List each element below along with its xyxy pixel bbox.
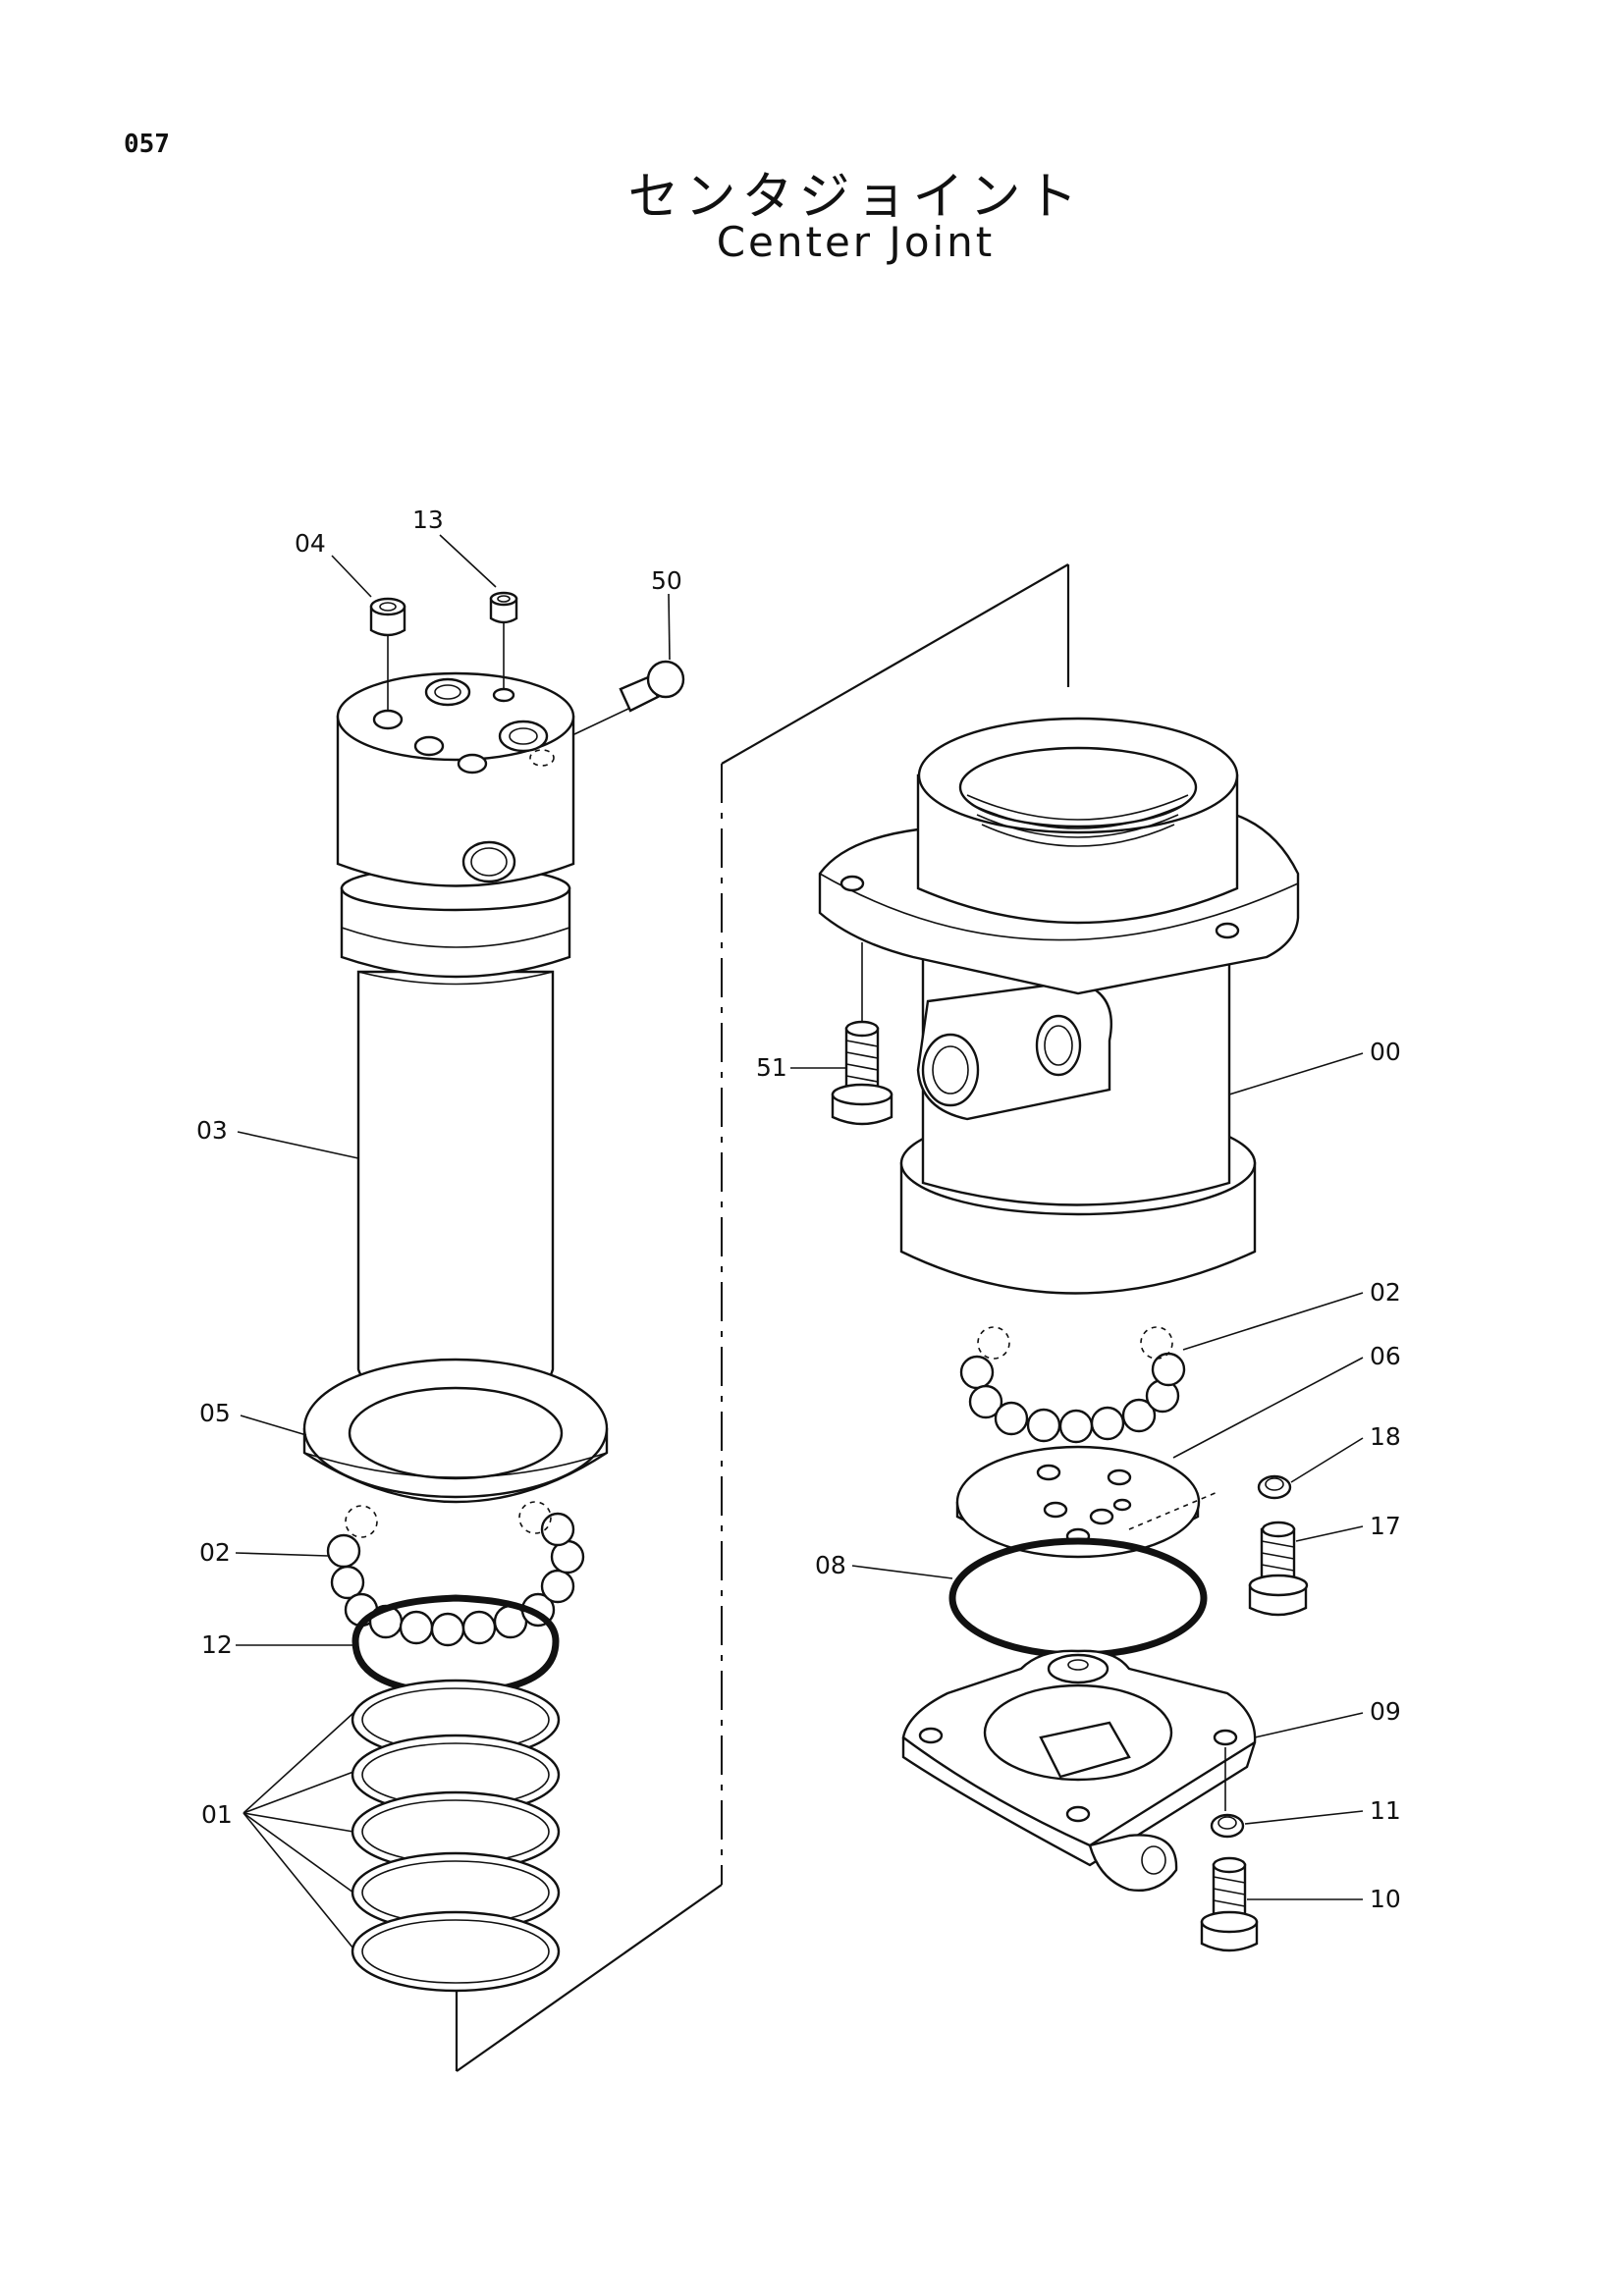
callout-04: 04	[295, 529, 326, 558]
callout-17: 17	[1370, 1512, 1401, 1540]
callout-51: 51	[756, 1053, 787, 1082]
callout-02-right: 02	[1370, 1278, 1401, 1307]
callout-11: 11	[1370, 1796, 1401, 1825]
callout-09: 09	[1370, 1697, 1401, 1726]
plug-04-part	[369, 597, 406, 712]
steel-balls-02-right	[959, 1326, 1186, 1444]
thrust-plate-05-part	[302, 1358, 609, 1504]
callout-06: 06	[1370, 1342, 1401, 1370]
callout-03: 03	[196, 1116, 228, 1145]
page-title-english: Center Joint	[716, 218, 996, 266]
callout-02-left: 02	[199, 1538, 231, 1567]
callout-01: 01	[201, 1800, 233, 1829]
page-title-japanese: センタジョイント	[627, 168, 1084, 227]
plug-13-part	[489, 591, 518, 689]
callout-13: 13	[412, 506, 444, 534]
callout-10: 10	[1370, 1885, 1401, 1913]
cover-09-part	[901, 1649, 1257, 1892]
o-ring-08-part	[948, 1537, 1208, 1659]
callout-50: 50	[651, 566, 682, 595]
bolt-51-part	[831, 942, 893, 1126]
grease-fitting-50-part	[573, 660, 685, 735]
bolt-10-part	[1200, 1856, 1259, 1952]
seal-rings-01-part	[351, 1679, 561, 1993]
page-number: 057	[124, 130, 170, 159]
bolt-17-part	[1248, 1521, 1309, 1617]
callout-05: 05	[199, 1399, 231, 1427]
callout-08: 08	[815, 1551, 846, 1579]
cover-plate-06-part	[955, 1445, 1218, 1559]
callout-18: 18	[1370, 1422, 1401, 1451]
washer-18-part	[1257, 1474, 1292, 1500]
spindle-part	[336, 671, 575, 1420]
washer-11-part	[1210, 1747, 1245, 1839]
callout-00: 00	[1370, 1038, 1401, 1066]
callout-labels: 04 13 50 03 05 02 12 01 51 00 02 06 18 0…	[196, 506, 1401, 1913]
callout-12: 12	[201, 1630, 233, 1659]
o-ring-12-part	[352, 1594, 560, 1697]
leader-lines	[235, 534, 1364, 1949]
joint-body-00-part	[818, 717, 1300, 1295]
